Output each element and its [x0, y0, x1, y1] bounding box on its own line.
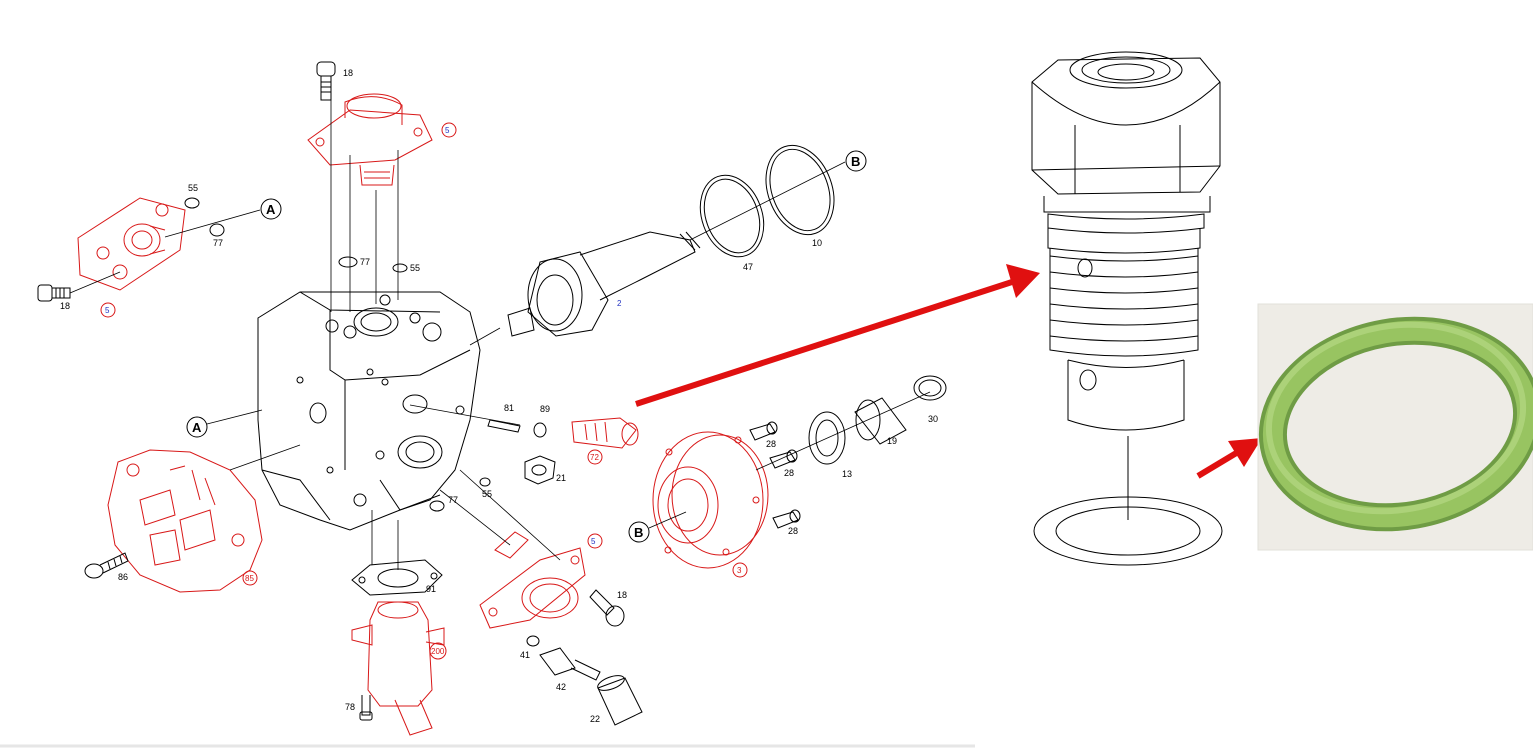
- part-label-85: 85: [245, 574, 254, 583]
- part-label-5-mid: 5: [591, 537, 596, 546]
- left-red-valve: 5: [77, 197, 186, 318]
- drive-shaft: 2 47 10 B: [469, 144, 867, 346]
- part-label-18-left: 18: [60, 301, 70, 311]
- part-label-89: 89: [540, 404, 550, 414]
- callout-b-bottom: B: [634, 525, 643, 540]
- part-label-18-top: 18: [343, 68, 353, 78]
- part-label-78: 78: [345, 702, 355, 712]
- part-label-2: 2: [617, 299, 622, 308]
- left-small-parts: 55 77 18: [37, 183, 261, 311]
- part-label-91: 91: [426, 584, 436, 594]
- o-ring-photo: [1257, 303, 1533, 551]
- part-label-77-top: 77: [360, 257, 370, 267]
- part-label-200: 200: [431, 647, 445, 656]
- gasket-91: 91: [351, 510, 443, 596]
- right-red-flange: 3 B: [628, 431, 769, 578]
- part-label-55-top: 55: [410, 263, 420, 273]
- screw-78: 78: [345, 695, 373, 721]
- part-label-13: 13: [842, 469, 852, 479]
- part-label-81: 81: [504, 403, 514, 413]
- callout-a-top: A: [266, 202, 276, 217]
- part-label-28-b: 28: [784, 468, 794, 478]
- screw-18-mid: 18: [589, 589, 627, 627]
- fittings-41-42-22: 41 42 22: [520, 635, 643, 726]
- top-screw-18: 18: [316, 61, 353, 101]
- part-label-86: 86: [118, 572, 128, 582]
- part-label-72: 72: [590, 453, 599, 462]
- pump-body: [257, 291, 481, 531]
- part-label-3: 3: [737, 566, 742, 575]
- part-label-22: 22: [590, 714, 600, 724]
- part-label-77-left: 77: [213, 238, 223, 248]
- red-arrow-to-valve: [635, 264, 1040, 407]
- part-label-28-c: 28: [788, 526, 798, 536]
- part-label-5-top: 5: [445, 126, 450, 135]
- part-label-55-left: 55: [188, 183, 198, 193]
- callout-b-top: B: [851, 154, 860, 169]
- left-red-flange: 85: [107, 444, 301, 593]
- red-arrow-to-oring: [1196, 438, 1262, 479]
- part-label-41: 41: [520, 650, 530, 660]
- part-label-21: 21: [556, 473, 566, 483]
- top-leader-lines: 77 55: [330, 100, 420, 312]
- part-label-30: 30: [928, 414, 938, 424]
- part-label-5-left: 5: [105, 306, 110, 315]
- pressure-valve-drawing: [1031, 51, 1223, 566]
- top-red-valve-cover: 5: [307, 93, 457, 186]
- part-label-47: 47: [743, 262, 753, 272]
- screw-86: 86: [84, 552, 129, 582]
- metering-actuator-200: 200: [351, 601, 447, 736]
- part-label-19: 19: [887, 436, 897, 446]
- callout-a-lower: A: [186, 409, 263, 438]
- callout-a-left: A: [260, 198, 282, 220]
- right-screws-28: 28 28 28: [749, 421, 801, 536]
- part-label-28-a: 28: [766, 439, 776, 449]
- part-label-18-mid: 18: [617, 590, 627, 600]
- seals-13-19-30: 13 19 30: [755, 375, 947, 479]
- part-label-42: 42: [556, 682, 566, 692]
- callout-a-bottom: A: [192, 420, 202, 435]
- mid-small-parts: 81 89 72 21 55 77: [409, 403, 639, 512]
- part-label-10: 10: [812, 238, 822, 248]
- lower-red-valve: 5: [439, 469, 603, 629]
